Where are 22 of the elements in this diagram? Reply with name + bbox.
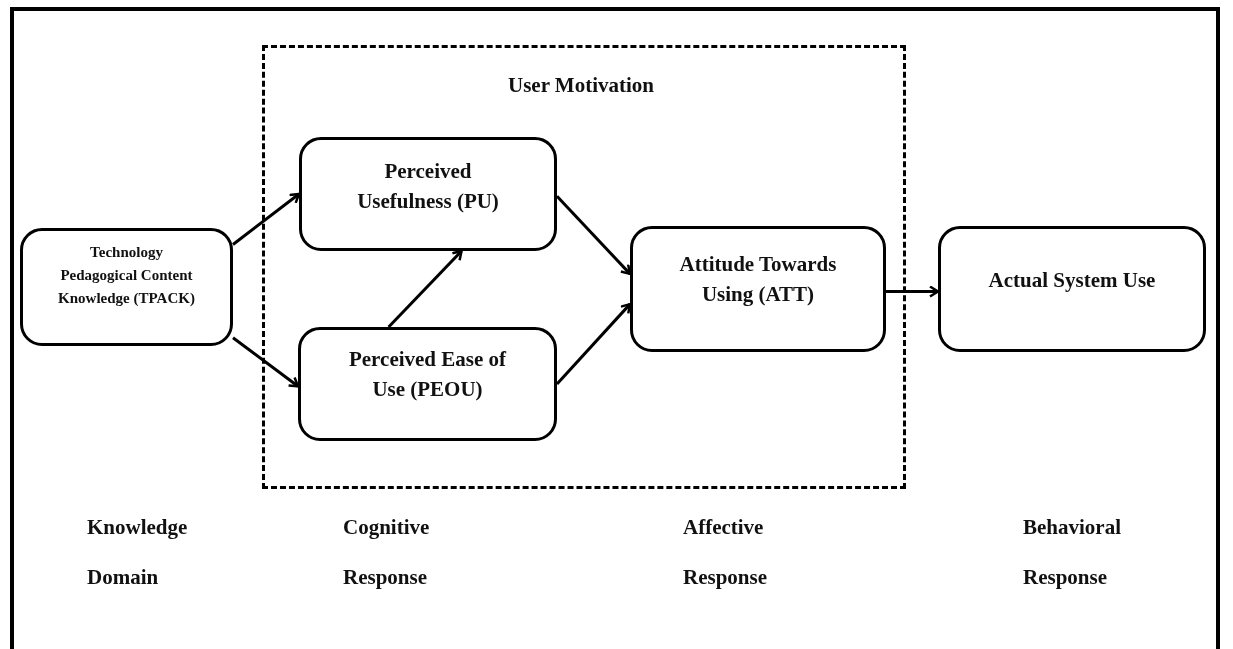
stage-label: Affective Response: [683, 514, 768, 591]
concept-box: [298, 327, 557, 441]
node-label: Technology Pedagogical Content Knowledge (TPACK): [57, 243, 196, 308]
arrow: [555, 302, 632, 385]
node-label: Actual System Use: [987, 267, 1157, 294]
arrow: [886, 285, 940, 298]
concept-box: [630, 226, 886, 352]
group-boundary: [262, 45, 906, 489]
stage-label: Behavioral Response: [1023, 514, 1122, 591]
stage-label: Knowledge Domain: [87, 514, 189, 591]
arrow: [387, 249, 463, 329]
node-label: Attitude Towards Using (ATT): [678, 251, 838, 308]
group-title: User Motivation: [507, 72, 655, 98]
arrow: [555, 195, 632, 276]
node-label: Perceived Ease of Use (PEOU): [347, 346, 508, 403]
arrow: [232, 192, 301, 246]
concept-box: [938, 226, 1206, 352]
node-label: Perceived Usefulness (PU): [356, 158, 500, 215]
arrow: [232, 336, 300, 388]
concept-box: [299, 137, 557, 251]
concept-box: [20, 228, 233, 346]
stage-label: Cognitive Response: [343, 514, 431, 591]
